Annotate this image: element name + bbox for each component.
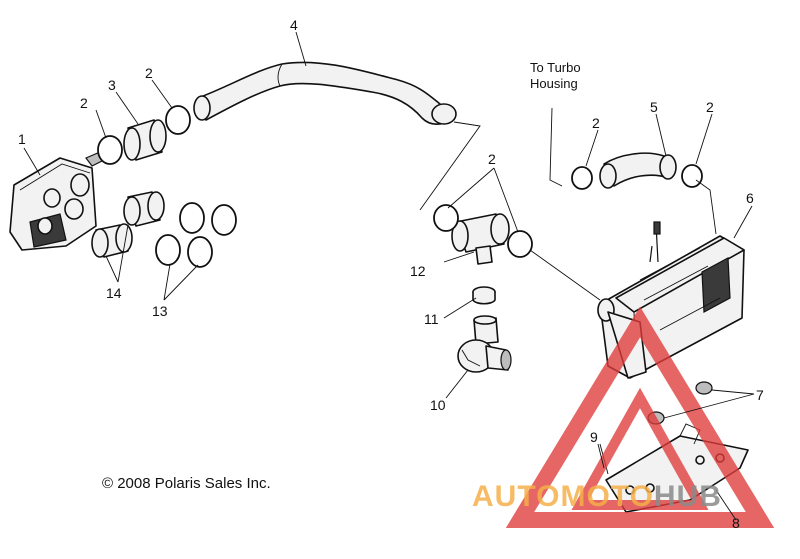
callout-13: 13 xyxy=(152,303,168,319)
watermark-text-mid: OTO xyxy=(586,480,653,513)
clamp-2e xyxy=(571,166,593,190)
callout-12: 12 xyxy=(410,263,426,279)
clamp-2a xyxy=(97,135,123,165)
airbox-part-1 xyxy=(9,151,105,251)
callout-labels: 1 2 3 2 4 2 2 5 2 6 7 8 9 10 11 12 13 14 xyxy=(18,17,764,531)
coupler-part-14 xyxy=(91,191,165,258)
callout-4: 4 xyxy=(290,17,298,33)
callout-3: 3 xyxy=(108,77,116,93)
callout-8: 8 xyxy=(732,515,740,531)
callout-2-turbo-right: 2 xyxy=(706,99,714,115)
callout-11: 11 xyxy=(424,311,439,327)
clamp-2d xyxy=(507,230,533,258)
turbo-hose-part-5 xyxy=(599,152,677,189)
intake-tube-part-4 xyxy=(193,61,457,126)
clamp-2b xyxy=(165,105,191,135)
callout-2-tee: 2 xyxy=(488,151,496,167)
watermark-text: AUTOMOTOHUB xyxy=(472,480,722,513)
sleeve-part-3 xyxy=(123,119,167,161)
callout-1: 1 xyxy=(18,131,26,147)
note-housing: Housing xyxy=(530,76,578,91)
callout-2-turbo-left: 2 xyxy=(592,115,600,131)
tee-fitting-part-12 xyxy=(451,213,510,265)
copyright-text: © 2008 Polaris Sales Inc. xyxy=(102,475,271,492)
callout-14: 14 xyxy=(106,285,122,301)
leader-lines xyxy=(23,31,755,521)
ring-part-11 xyxy=(472,286,496,305)
note-to-turbo: To Turbo xyxy=(530,60,581,75)
clamp-2f xyxy=(681,164,703,188)
callout-7: 7 xyxy=(756,387,764,403)
watermark-text-left: AUTOM xyxy=(472,480,586,513)
callout-2-top: 2 xyxy=(145,65,153,81)
watermark-text-right: HUB xyxy=(654,480,722,513)
watermark-logo xyxy=(505,306,775,528)
callout-9: 9 xyxy=(590,429,598,445)
callout-6: 6 xyxy=(746,190,754,206)
clamps-part-13 xyxy=(155,202,237,268)
callout-10: 10 xyxy=(430,397,446,413)
clamp-2c xyxy=(433,204,459,232)
callout-5: 5 xyxy=(650,99,658,115)
valve-part-10 xyxy=(457,315,512,373)
callout-2-left: 2 xyxy=(80,95,88,111)
